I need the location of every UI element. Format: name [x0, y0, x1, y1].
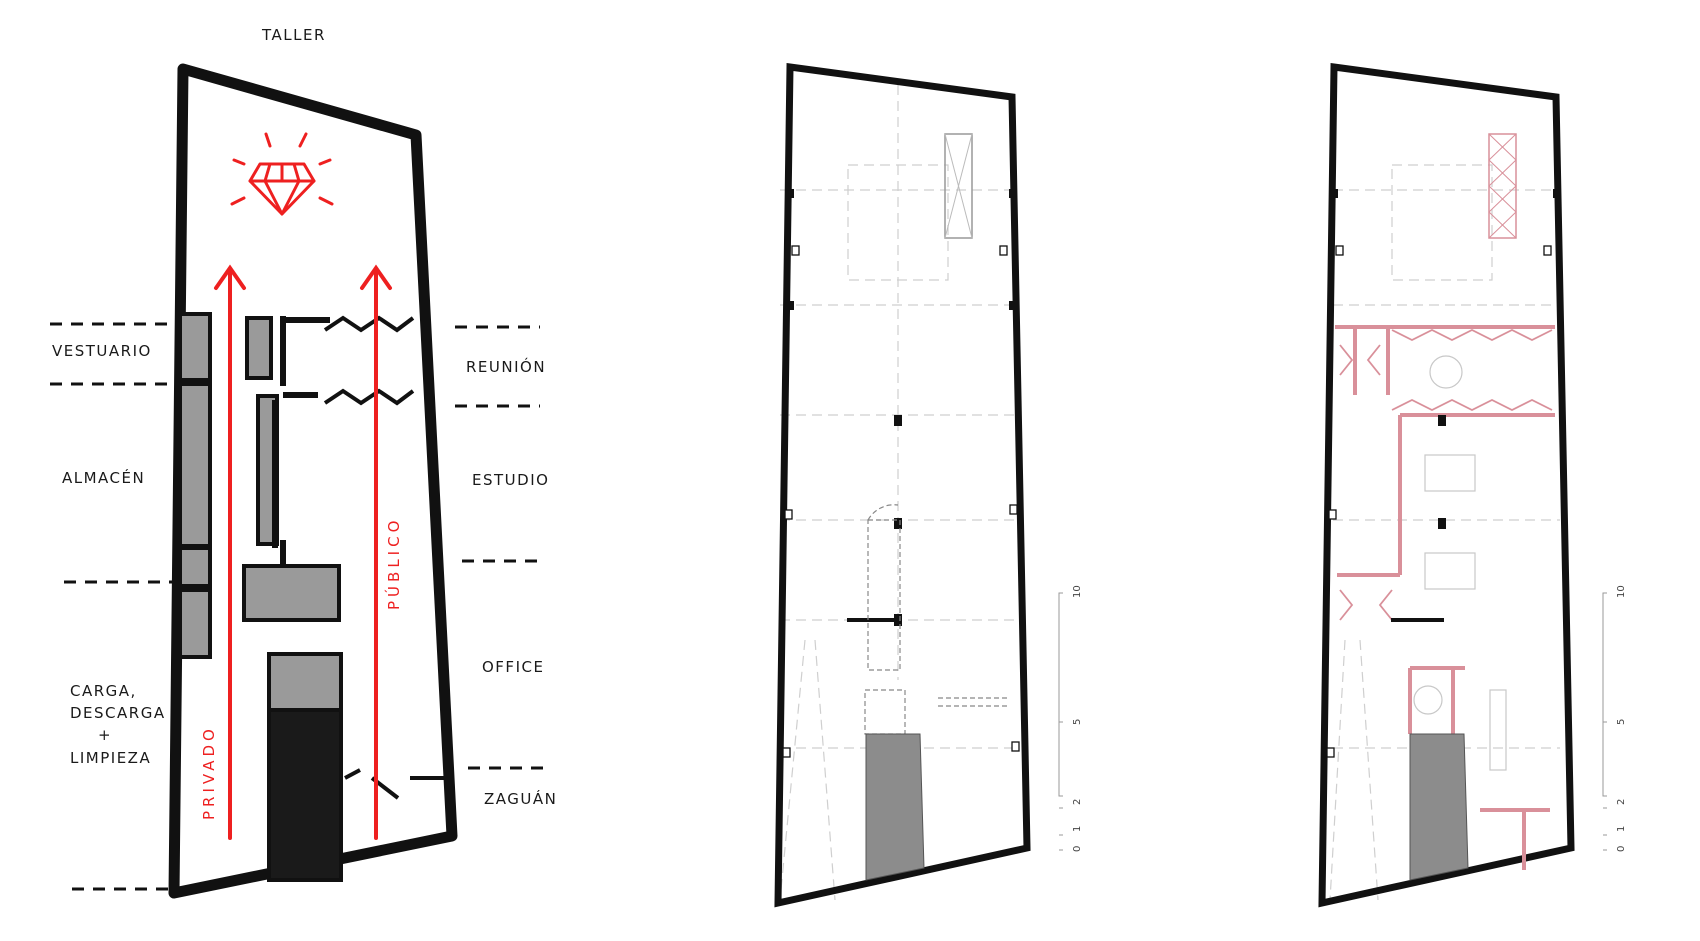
scale1-tick-0: 0 [1072, 846, 1083, 852]
scale2-tick-1: 1 [1616, 826, 1627, 832]
label-publico: PÚBLICO [384, 517, 403, 610]
label-descarga: DESCARGA [70, 704, 166, 722]
label-limpieza: LIMPIEZA [70, 749, 151, 767]
plan2-gray-block [865, 733, 925, 881]
label-estudio: ESTUDIO [472, 471, 549, 489]
sketch-title: TALLER [261, 26, 326, 44]
plan2-skylight [944, 133, 973, 239]
plan3-partitions [1335, 325, 1555, 870]
plan3-wall-marks [1326, 245, 1552, 758]
sketch-dashed-lines [50, 322, 545, 891]
diamond-icon [230, 132, 334, 216]
sketch-middle-walls [272, 316, 330, 568]
plan3-skylight [1488, 133, 1517, 239]
label-carga: CARGA, [70, 682, 137, 700]
sketch-building-outline [168, 63, 458, 899]
label-privado: PRIVADO [200, 725, 218, 820]
sketch-dark-block [267, 708, 343, 882]
scale2-tick-10: 10 [1616, 585, 1627, 598]
proposed-plan [1318, 63, 1575, 908]
label-zaguan: ZAGUÁN [484, 789, 557, 808]
sketch-zigzags [323, 315, 415, 406]
label-office: OFFICE [482, 658, 544, 676]
plan3-skylight-cross [1488, 133, 1517, 239]
sketch-entrance [344, 768, 452, 800]
label-almacen: ALMACÉN [62, 468, 145, 487]
label-vestuario: VESTUARIO [52, 342, 152, 360]
label-plus: + [98, 726, 112, 744]
scale2-tick-0: 0 [1616, 846, 1627, 852]
plan2-skylight-cross [944, 133, 973, 239]
sketch-middle-blocks [242, 316, 343, 712]
plan3-dashed-grid [1329, 164, 1560, 901]
scale2-tick-5: 5 [1616, 719, 1627, 725]
scale1-tick-2: 2 [1072, 799, 1083, 805]
plan3-gray-block [1409, 733, 1469, 881]
concept-sketch: TALLER VESTUARIO ALMACÉN CARGA, DESCARGA… [50, 26, 557, 899]
plan2-columns [787, 189, 1016, 626]
plan3-building-outline [1318, 63, 1575, 908]
plan3-columns [1331, 189, 1560, 529]
plan2-wall-marks [782, 245, 1020, 758]
plan3-furniture [1413, 355, 1507, 771]
plan2-building-outline [774, 63, 1031, 908]
scale2-tick-2: 2 [1616, 799, 1627, 805]
sketch-red-arrows [214, 264, 392, 840]
existing-plan [774, 63, 1031, 908]
plan3-red-zigzags [1339, 328, 1553, 621]
scale-bar-1: 10 5 2 1 0 [1058, 585, 1083, 852]
scale-bar-2: 10 5 2 1 0 [1602, 585, 1627, 852]
scale1-tick-1: 1 [1072, 826, 1083, 832]
sketch-left-blocks [178, 312, 212, 659]
label-reunion: REUNIÓN [466, 357, 546, 376]
scale1-tick-5: 5 [1072, 719, 1083, 725]
scale1-tick-10: 10 [1072, 585, 1083, 598]
